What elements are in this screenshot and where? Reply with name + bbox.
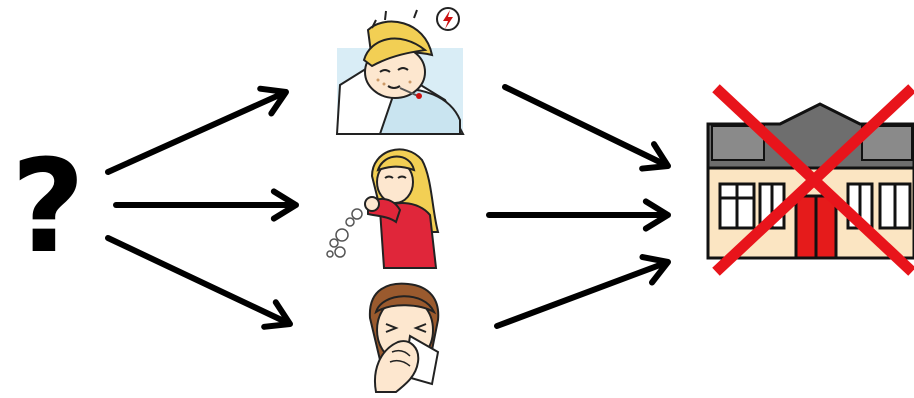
coughing-girl-icon	[327, 149, 438, 268]
question-mark: ?	[11, 133, 85, 282]
arrow-cough-to-school	[489, 201, 668, 228]
arrow-to-sneeze	[108, 238, 290, 327]
arrow-sneeze-to-school	[497, 257, 668, 326]
sick-in-bed-with-thermometer-icon	[337, 8, 463, 134]
arrow-to-cough	[116, 191, 296, 218]
arrow-to-fever	[108, 89, 286, 172]
sneezing-person-icon	[370, 284, 438, 392]
arrow-fever-to-school	[505, 87, 668, 169]
lightning-bolt-icon	[437, 8, 459, 30]
